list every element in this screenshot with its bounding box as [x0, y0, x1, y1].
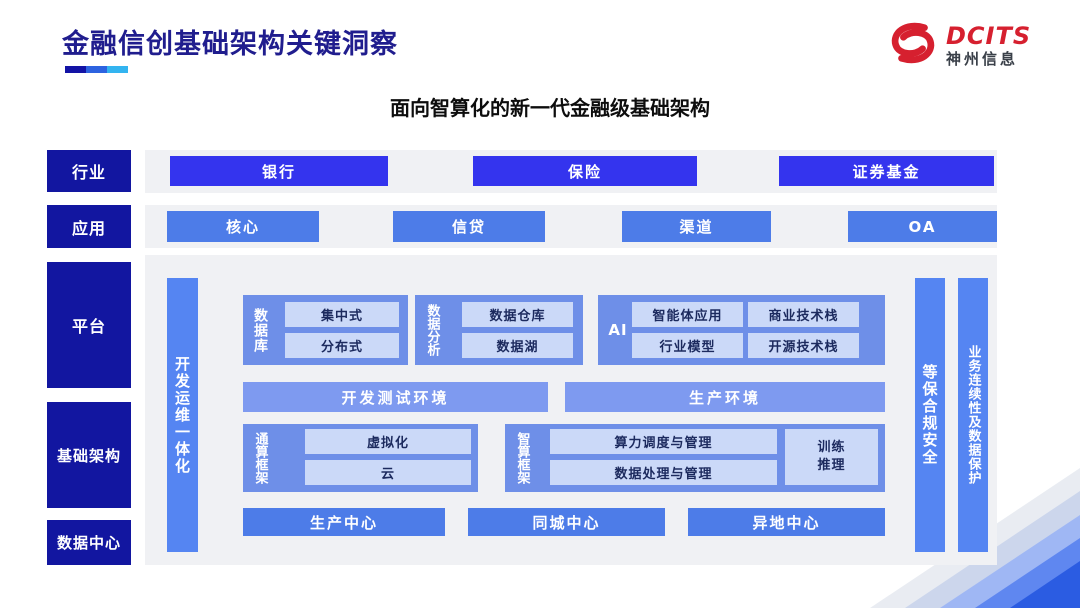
smart-compute-label: 智算框架 [514, 432, 530, 484]
dcits-company-text: 神州信息 [946, 49, 1019, 68]
chip-virtualization: 虚拟化 [305, 429, 471, 454]
diagram-subtitle: 面向智算化的新一代金融级基础架构 [390, 96, 710, 120]
industry-box-securities-funds: 证券基金 [779, 156, 994, 186]
analytics-group: 数据分析 数据仓库 数据湖 [415, 295, 583, 365]
chip-distributed: 分布式 [285, 333, 399, 358]
general-compute-label: 通算框架 [252, 432, 268, 484]
devops-bar: 开发运维一体化 [167, 278, 198, 552]
row-label-platform: 平台 [47, 262, 131, 388]
dcits-brand-text: DCITS [946, 21, 1032, 50]
chip-opensource-stack: 开源技术栈 [748, 333, 859, 358]
dcits-logo-icon [888, 20, 938, 70]
database-group-label: 数据库 [252, 307, 268, 353]
ai-group-label: AI [608, 321, 628, 339]
center-box-production: 生产中心 [243, 508, 445, 536]
industry-box-insurance: 保险 [473, 156, 697, 186]
dcits-logo: DCITS 神州信息 [888, 20, 1031, 70]
chip-training-inference: 训练推理 [785, 429, 878, 485]
general-compute-group: 通算框架 虚拟化 云 [243, 424, 478, 492]
chip-data-lake: 数据湖 [462, 333, 573, 358]
ai-group: AI 智能体应用 商业技术栈 行业模型 开源技术栈 [598, 295, 885, 365]
industry-box-bank: 银行 [170, 156, 388, 186]
row-label-application: 应用 [47, 205, 131, 248]
app-box-core: 核心 [167, 211, 319, 242]
chip-agent-app: 智能体应用 [632, 302, 743, 327]
industry-strip: 银行 保险 证券基金 [145, 150, 997, 193]
row-label-industry: 行业 [47, 150, 131, 192]
security-bar: 等保合规安全 [915, 278, 945, 552]
continuity-bar: 业务连续性及数据保护 [958, 278, 988, 552]
platform-panel: 开发运维一体化 数据库 集中式 分布式 数据分析 数据仓库 数据湖 AI 智能体… [145, 255, 997, 565]
title-underline [65, 66, 128, 73]
row-label-infrastructure: 基础架构 [47, 402, 131, 508]
smart-compute-group: 智算框架 算力调度与管理 数据处理与管理 训练推理 [505, 424, 885, 492]
chip-centralized: 集中式 [285, 302, 399, 327]
slide-title: 金融信创基础架构关键洞察 [62, 29, 398, 60]
application-strip: 核心 信贷 渠道 OA [145, 205, 997, 248]
chip-data-processing: 数据处理与管理 [550, 460, 777, 485]
chip-cloud: 云 [305, 460, 471, 485]
app-box-oa: OA [848, 211, 997, 242]
prod-env-bar: 生产环境 [565, 382, 885, 412]
underline-segment-mid [86, 66, 107, 73]
row-label-datacenter: 数据中心 [47, 520, 131, 565]
analytics-group-label: 数据分析 [424, 304, 440, 356]
app-box-channel: 渠道 [622, 211, 771, 242]
chip-commercial-stack: 商业技术栈 [748, 302, 859, 327]
underline-segment-light [107, 66, 128, 73]
center-box-remote: 异地中心 [688, 508, 885, 536]
chip-compute-scheduling: 算力调度与管理 [550, 429, 777, 454]
underline-segment-dark [65, 66, 86, 73]
database-group: 数据库 集中式 分布式 [243, 295, 408, 365]
app-box-credit: 信贷 [393, 211, 545, 242]
devtest-env-bar: 开发测试环境 [243, 382, 548, 412]
chip-industry-model: 行业模型 [632, 333, 743, 358]
center-box-same-city: 同城中心 [468, 508, 665, 536]
chip-data-warehouse: 数据仓库 [462, 302, 573, 327]
